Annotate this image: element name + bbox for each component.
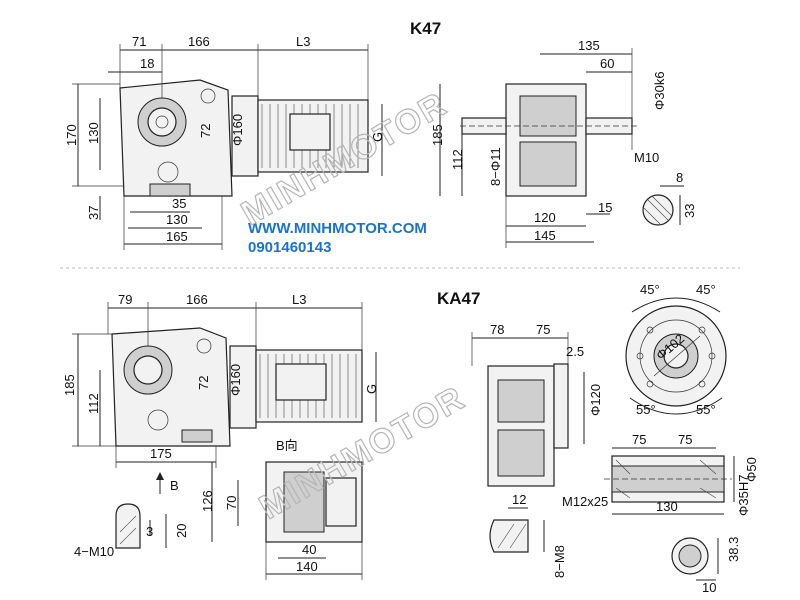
flange-angle-45-right: 45° — [696, 282, 716, 297]
k47-side-dim-15: 15 — [598, 200, 612, 215]
ka47-dim-112: 112 — [86, 393, 101, 414]
ka47-dim-185: 185 — [62, 374, 77, 396]
shaft-dim-38-3: 38.3 — [726, 537, 741, 562]
k47-side-dim-120: 120 — [534, 210, 556, 225]
ka47-hollow-bore — [133, 355, 163, 385]
ka47-side-view: 78 75 2.5 Φ120 12 8−M8 — [471, 322, 603, 578]
ka47-terminal-box — [275, 363, 327, 401]
ka47-side-dim-78: 78 — [490, 322, 504, 337]
ka47-dim-d160: Φ160 — [228, 364, 243, 396]
k47-side-upper-cover — [519, 95, 577, 137]
ka47-side-detail-stud — [489, 519, 529, 553]
shaft-dim-d50: Φ50 — [744, 457, 759, 482]
k47-dim-71: 71 — [132, 34, 146, 49]
k47-side-dim-145: 145 — [534, 228, 556, 243]
k47-side-lower-cover — [519, 141, 577, 187]
k47-key-dim-33: 33 — [682, 204, 697, 218]
shaft-dim-m12x25: M12x25 — [562, 494, 608, 509]
ka47-lower-boss — [147, 409, 169, 431]
k47-terminal-box — [289, 113, 331, 151]
k47-dim-d160: Φ160 — [230, 114, 245, 146]
ka47-side-dim-12: 12 — [512, 492, 526, 507]
ka47-foot — [181, 429, 213, 443]
ka47-motor-adapter — [229, 345, 257, 429]
ka47-side-dim-8m8: 8−M8 — [552, 545, 567, 578]
view-b-label: B向 — [276, 438, 298, 453]
k47-dim-72: 72 — [198, 124, 213, 138]
k47-key-dim-8: 8 — [676, 170, 683, 185]
detail-left-dim-4m10: 4−M10 — [74, 544, 114, 559]
k47-dim-37: 37 — [86, 206, 101, 220]
shaft-dim-75-left: 75 — [632, 432, 646, 447]
contact-website: WWW.MINHMOTOR.COM — [248, 220, 427, 237]
ka47-dim-b: B — [170, 478, 179, 493]
flange-angle-55-right: 55° — [696, 402, 716, 417]
ka47-side-upper-cover — [497, 379, 545, 423]
k47-dim-166: 166 — [188, 34, 210, 49]
detail-left-stud — [115, 503, 141, 549]
k47-side-dim-135: 135 — [578, 38, 600, 53]
k47-side-dim-60: 60 — [600, 56, 614, 71]
ka47-side-lower-cover — [497, 429, 545, 477]
k47-dim-165: 165 — [166, 229, 188, 244]
detail-left-dim-3: 3 — [146, 524, 153, 539]
k47-side-view: 135 60 Φ30k6 185 112 8−Φ11 M10 120 15 14… — [430, 38, 697, 248]
title-k47: K47 — [410, 19, 441, 38]
k47-dim-130v: 130 — [86, 122, 101, 144]
title-ka47: KA47 — [437, 289, 480, 308]
detail-left-dim-20: 20 — [174, 524, 189, 538]
ka47-dim-175: 175 — [150, 446, 172, 461]
k47-bore-center — [155, 115, 169, 129]
view-b-cover — [283, 471, 325, 533]
shaft-dim-130: 130 — [656, 499, 678, 514]
shaft-dim-10: 10 — [702, 580, 716, 595]
ka47-side-dim-75: 75 — [536, 322, 550, 337]
k47-front-view: 71 166 L3 18 170 130 37 72 Φ160 G 35 130… — [64, 34, 385, 250]
ka47-side-flange — [553, 363, 569, 449]
view-b-dim-126: 126 — [200, 490, 215, 512]
contact-phone: 0901460143 — [248, 239, 331, 256]
k47-mount-hole — [200, 88, 216, 104]
k47-side-dim-m10: M10 — [634, 150, 659, 165]
k47-dim-130h: 130 — [166, 212, 188, 227]
k47-motor-adapter — [231, 95, 259, 177]
ka47-mount-hole — [196, 338, 212, 354]
ka47-flange-view: 45° 45° Φ102 55° 55° — [625, 282, 727, 417]
k47-side-dim-112: 112 — [450, 149, 465, 170]
ka47-dim-72: 72 — [196, 376, 211, 390]
k47-output-bore — [147, 107, 177, 137]
flange-bolt-circle — [639, 319, 713, 393]
k47-dim-170: 170 — [64, 124, 79, 146]
k47-dim-35: 35 — [172, 196, 186, 211]
ka47-side-dim-2-5: 2.5 — [566, 344, 584, 359]
ka47-dim-l3: L3 — [292, 292, 306, 307]
k47-side-dim-8phi11: 8−Φ11 — [488, 147, 503, 186]
k47-side-dim-185: 185 — [430, 124, 445, 146]
view-b-dim-70: 70 — [224, 496, 239, 510]
ka47-dim-166: 166 — [186, 292, 208, 307]
k47-side-dim-d30k6: Φ30k6 — [652, 71, 667, 110]
flange-angle-45-left: 45° — [640, 282, 660, 297]
ka47-view-b: B向 126 70 40 140 — [200, 438, 363, 580]
shaft-dim-d35h7: Φ35H7 — [736, 475, 751, 516]
k47-dim-g: G — [370, 132, 385, 142]
shaft-dim-75-right: 75 — [678, 432, 692, 447]
k47-dim-18: 18 — [140, 56, 154, 71]
flange-angle-55-left: 55° — [636, 402, 656, 417]
k47-dim-l3: L3 — [296, 34, 310, 49]
view-b-dim-40: 40 — [302, 542, 316, 557]
k47-foot — [149, 183, 191, 197]
k47-lower-boss — [157, 161, 179, 183]
view-b-motor-stub — [325, 477, 357, 527]
view-b-dim-140: 140 — [296, 559, 318, 574]
ka47-gear-housing — [111, 327, 231, 447]
ka47-dim-g: G — [364, 384, 379, 394]
ka47-dim-79: 79 — [118, 292, 132, 307]
ka47-front-view: 79 166 L3 185 112 72 Φ160 G 175 B — [62, 292, 379, 494]
ka47-detail-left: 3 20 4−M10 — [74, 503, 189, 559]
ka47-side-dim-d120: Φ120 — [588, 384, 603, 416]
ka47-shaft-section: 75 75 Φ50 Φ35H7 M12x25 130 38.3 10 — [562, 432, 759, 595]
